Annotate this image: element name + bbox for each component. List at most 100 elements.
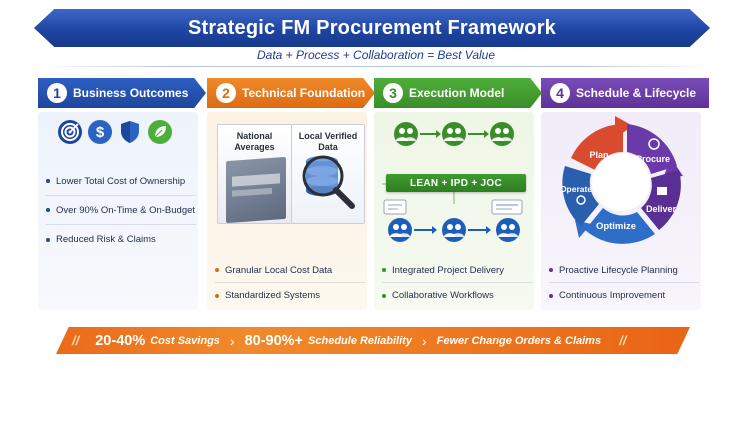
list-item-label: Over 90% On-Time & On-Budget bbox=[56, 204, 196, 216]
list-item: Reduced Risk & Claims bbox=[46, 225, 196, 254]
book-title-bar bbox=[232, 173, 280, 187]
execution-list: Integrated Project Delivery Collaborativ… bbox=[382, 258, 532, 308]
team-icon bbox=[442, 122, 466, 146]
stripe-decoration: // bbox=[619, 333, 627, 348]
panel-label-line: Local Verified bbox=[298, 131, 358, 141]
step-number: 2 bbox=[216, 83, 236, 103]
dollar-icon: $ bbox=[88, 120, 112, 144]
foundation-list: Granular Local Cost Data Standardized Sy… bbox=[215, 258, 365, 308]
leaf-icon bbox=[148, 120, 172, 144]
list-item: Proactive Lifecycle Planning bbox=[549, 258, 699, 283]
list-item-label: Lower Total Cost of Ownership bbox=[56, 175, 186, 187]
team-icon bbox=[442, 218, 466, 242]
building-icon bbox=[657, 187, 667, 195]
list-item: Standardized Systems bbox=[215, 283, 365, 308]
bullet-dot bbox=[549, 293, 553, 298]
list-item-label: Proactive Lifecycle Planning bbox=[559, 264, 678, 276]
cost-book-image bbox=[226, 156, 286, 224]
column-header: 1 Business Outcomes bbox=[38, 78, 206, 108]
list-item: Over 90% On-Time & On-Budget bbox=[46, 196, 196, 225]
cycle-label: Deliver bbox=[646, 204, 677, 214]
chevron-right-icon: › bbox=[421, 332, 427, 349]
outcome-list: Lower Total Cost of Ownership Over 90% O… bbox=[46, 167, 196, 254]
results-banner: // 20-40% Cost Savings › 80-90%+ Schedul… bbox=[56, 327, 690, 354]
database-magnifier-icon bbox=[302, 155, 355, 209]
local-verified-data-panel: Local Verified Data bbox=[291, 124, 365, 224]
shield-icon bbox=[118, 120, 142, 144]
list-item-label: Standardized Systems bbox=[225, 290, 321, 301]
cycle-label: Optimize bbox=[596, 221, 636, 232]
gear-icon bbox=[576, 195, 586, 205]
national-averages-panel: National Averages bbox=[217, 124, 292, 224]
handshake-icon bbox=[648, 138, 660, 150]
list-item: Collaborative Workflows bbox=[382, 283, 532, 308]
fewer-change-orders-label: Fewer Change Orders & Claims bbox=[436, 334, 602, 347]
list-item: Lower Total Cost of Ownership bbox=[46, 167, 196, 196]
column-title: Execution Model bbox=[409, 86, 505, 100]
bullet-dot bbox=[46, 179, 50, 183]
bullet-dot bbox=[382, 268, 386, 272]
lifecycle-cycle-diagram: Plan Procure Deliver Optimize Operate bbox=[560, 116, 683, 244]
svg-text:$: $ bbox=[96, 124, 105, 141]
bullet-dot bbox=[382, 293, 386, 298]
column-title: Business Outcomes bbox=[73, 86, 189, 100]
column-body: Plan Procure Deliver Optimize Operate Pr… bbox=[541, 112, 701, 310]
panel-label: National Averages bbox=[218, 131, 291, 153]
lifecycle-list: Proactive Lifecycle Planning Continuous … bbox=[549, 258, 699, 308]
cycle-label: Operate bbox=[560, 184, 592, 194]
schedule-reliability-label: Schedule Reliability bbox=[308, 334, 412, 347]
cycle-label: Plan bbox=[589, 150, 608, 160]
divider bbox=[40, 66, 712, 67]
title-banner: Strategic FM Procurement Framework bbox=[34, 9, 710, 47]
lean-ipd-joc-banner: LEAN + IPD + JOC bbox=[386, 174, 526, 192]
column-body: National Averages Local Verified Data bbox=[207, 112, 367, 310]
list-item-label: Continuous Improvement bbox=[559, 290, 666, 301]
cycle-segment-plan bbox=[571, 124, 623, 170]
list-item-label: Integrated Project Delivery bbox=[392, 264, 504, 276]
list-item-label: Collaborative Workflows bbox=[392, 290, 494, 301]
outcome-icons: $ bbox=[58, 120, 172, 144]
chevron-right-icon: › bbox=[229, 332, 235, 349]
team-icon bbox=[496, 218, 520, 242]
panel-label: Local Verified Data bbox=[292, 131, 364, 153]
step-number: 1 bbox=[47, 83, 67, 103]
column-schedule-lifecycle: 4 Schedule & Lifecycle Plan bbox=[541, 78, 709, 310]
list-item: Granular Local Cost Data bbox=[215, 258, 365, 283]
cost-savings-value: 20-40% bbox=[95, 332, 146, 349]
column-technical-foundation: 2 Technical Foundation National Averages… bbox=[207, 78, 375, 310]
column-title: Technical Foundation bbox=[242, 86, 366, 100]
target-icon bbox=[58, 120, 82, 144]
list-item-label: Reduced Risk & Claims bbox=[56, 234, 156, 245]
column-body: LEAN + IPD + JOC Integrated Project Deli… bbox=[374, 112, 534, 310]
cycle-label: Procure bbox=[636, 154, 670, 164]
cycle-segment-optimize bbox=[585, 208, 655, 244]
column-title: Schedule & Lifecycle bbox=[576, 86, 697, 100]
column-execution-model: 3 Execution Model bbox=[374, 78, 542, 310]
panel-label-line: Data bbox=[318, 142, 338, 152]
team-flow-diagram bbox=[382, 122, 526, 242]
list-item: Integrated Project Delivery bbox=[382, 258, 532, 283]
column-header: 3 Execution Model bbox=[374, 78, 542, 108]
bullet-dot bbox=[46, 208, 50, 212]
column-header: 4 Schedule & Lifecycle bbox=[541, 78, 709, 108]
panel-label-line: National bbox=[236, 131, 273, 141]
panel-label-line: Averages bbox=[234, 142, 275, 152]
list-item-label: Granular Local Cost Data bbox=[225, 264, 333, 276]
step-number: 3 bbox=[383, 83, 403, 103]
team-icon bbox=[394, 122, 418, 146]
bullet-dot bbox=[215, 293, 219, 298]
column-header: 2 Technical Foundation bbox=[207, 78, 375, 108]
column-body: $ Lower Total Cost of Ownership Over 90%… bbox=[38, 112, 198, 310]
team-icon bbox=[388, 218, 412, 242]
cost-savings-label: Cost Savings bbox=[150, 334, 220, 347]
cycle-segment-deliver bbox=[641, 170, 681, 230]
book-subtitle-bar bbox=[232, 187, 272, 197]
bullet-dot bbox=[549, 268, 553, 272]
list-item: Continuous Improvement bbox=[549, 283, 699, 308]
page-subtitle: Data + Process + Collaboration = Best Va… bbox=[256, 48, 496, 62]
stripe-decoration: // bbox=[72, 333, 80, 348]
bullet-dot bbox=[46, 237, 50, 242]
column-business-outcomes: 1 Business Outcomes $ Lower Total Cost o… bbox=[38, 78, 206, 310]
schedule-reliability-value: 80-90%+ bbox=[244, 332, 304, 349]
bullet-dot bbox=[215, 268, 219, 272]
